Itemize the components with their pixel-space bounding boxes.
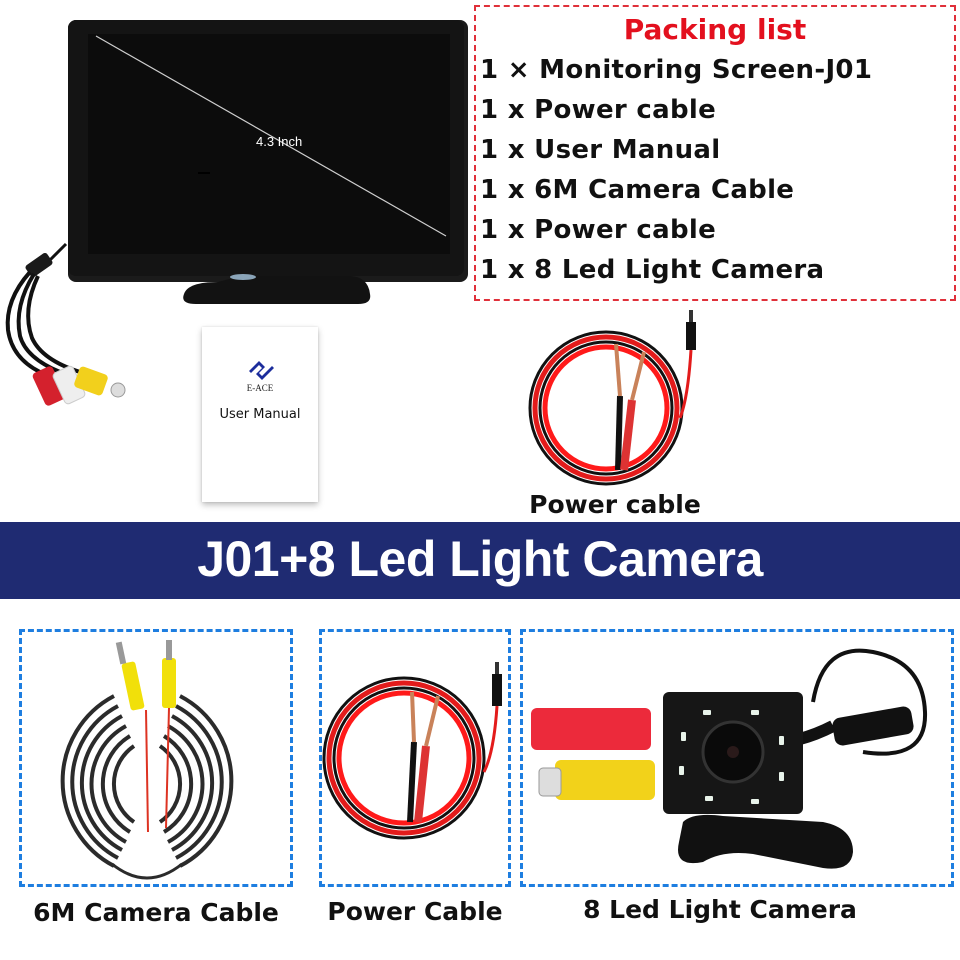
banner-title: J01+8 Led Light Camera (197, 531, 763, 587)
packing-list-item: 1 x 6M Camera Cable (480, 175, 795, 205)
power-cable-image (520, 308, 710, 488)
camera-cable-box (19, 629, 293, 887)
camera-cable-image (60, 640, 234, 880)
camera-cable-caption: 6M Camera Cable (33, 898, 279, 927)
packing-list-item: 1 x Power cable (480, 95, 717, 125)
power-cable-box (319, 629, 511, 887)
manual-brand-label: E-ACE (246, 383, 274, 393)
packing-list-item: 1 x Power cable (480, 215, 717, 245)
product-banner: J01+8 Led Light Camera (0, 522, 960, 599)
monitor-illustration (68, 20, 468, 304)
power-cable-image-bottom (322, 662, 502, 840)
packing-list-title: Packing list (623, 13, 807, 46)
screen-size-label: 4.3 Inch (256, 134, 303, 149)
led-camera-image (531, 648, 928, 869)
monitor-image: 4.3 Inch (68, 14, 468, 304)
av-cable-image (0, 240, 140, 420)
led-camera-caption: 8 Led Light Camera (583, 895, 857, 924)
power-cable-bottom-caption: Power Cable (327, 897, 503, 926)
led-camera-box (520, 629, 954, 887)
packing-list-item: 1 × Monitoring Screen-J01 (480, 55, 873, 85)
packing-list-item: 1 x User Manual (480, 135, 721, 165)
power-cable-caption: Power cable (529, 490, 701, 519)
packing-list-item: 1 x 8 Led Light Camera (480, 255, 825, 285)
packing-list-box: Packing list 1 × Monitoring Screen-J01 1… (474, 5, 956, 301)
brand-logo-icon (249, 361, 274, 380)
user-manual-image: E-ACE User Manual (202, 327, 318, 502)
manual-title: User Manual (219, 407, 301, 422)
